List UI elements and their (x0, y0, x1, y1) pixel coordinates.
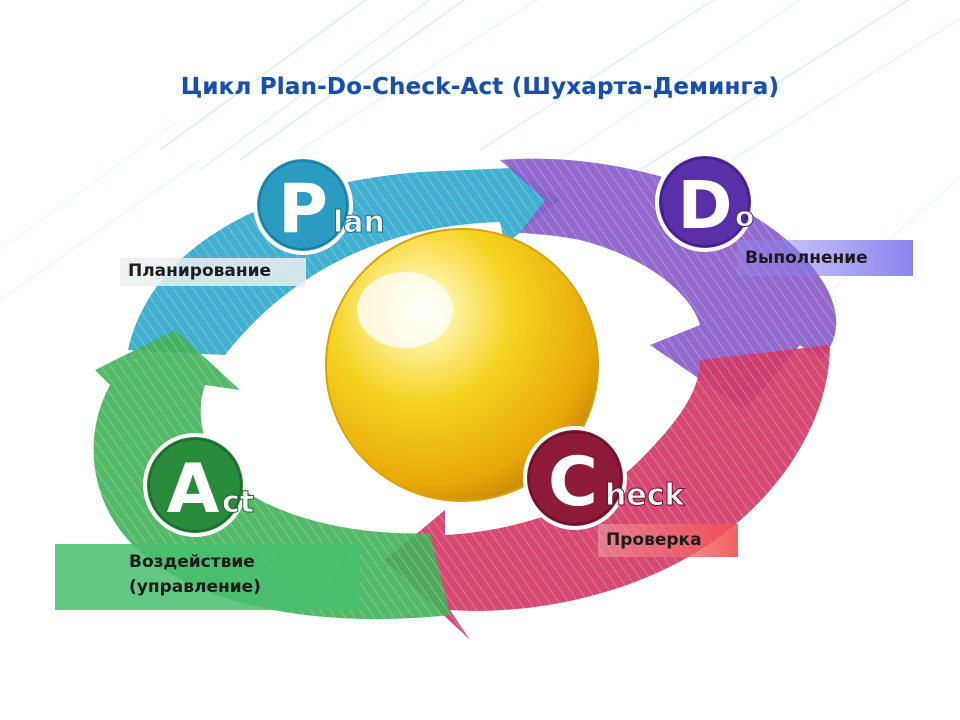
plan-letter: P (278, 170, 328, 249)
plan-badge: P lan (253, 155, 385, 255)
act-rest: ct (222, 485, 254, 520)
plan-segment (128, 168, 560, 355)
act-label-line1: Воздействие (129, 552, 255, 572)
do-rest: o (735, 200, 754, 233)
do-letter: D (678, 167, 733, 244)
act-badge: A ct (143, 433, 255, 537)
act-label-line2: (управление) (129, 577, 261, 597)
do-badge: D o (655, 152, 755, 252)
do-label: Выполнение (737, 240, 913, 276)
diagram-title: Цикл Plan-Do-Check-Act (Шухарта-Деминга) (180, 74, 780, 100)
check-badge: C heck (523, 426, 686, 530)
center-ball (325, 228, 599, 502)
plan-label: Планирование (120, 258, 306, 286)
plan-rest: lan (333, 205, 385, 240)
act-letter: A (167, 450, 220, 529)
act-label: Воздействие (управление) (55, 544, 360, 610)
check-letter: C (548, 443, 598, 522)
check-label: Проверка (598, 524, 738, 557)
check-rest: heck (605, 478, 685, 513)
do-segment (500, 158, 837, 410)
